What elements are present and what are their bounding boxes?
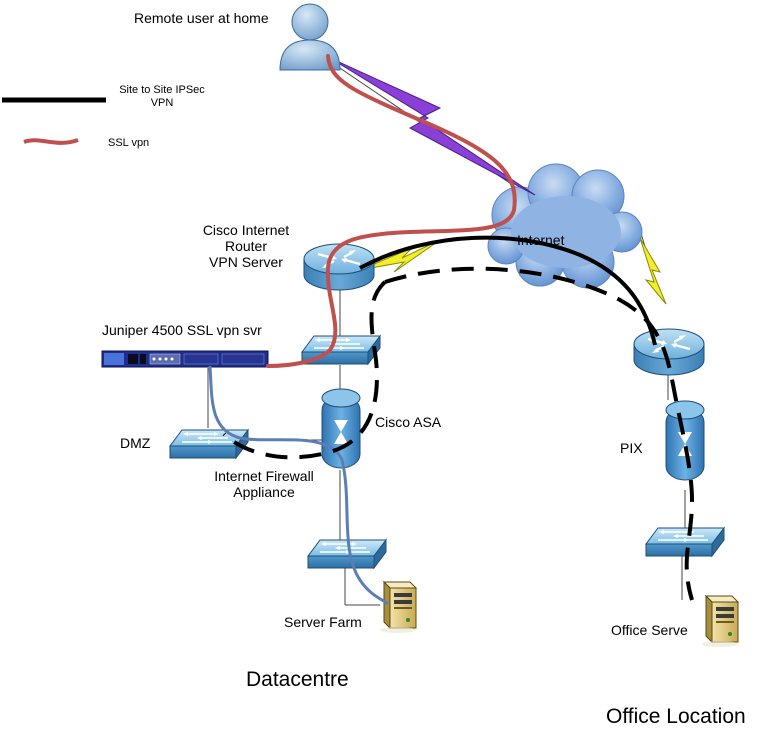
- internal-blue-cable: [208, 365, 389, 606]
- cisco-asa-label: Cisco ASA: [375, 414, 442, 430]
- server-farm-label: Server Farm: [284, 614, 362, 630]
- dashed-datacentre-loop: [222, 280, 387, 460]
- juniper-label: Juniper 4500 SSL vpn svr: [102, 322, 262, 338]
- legend-ssl-label: SSL vpn: [108, 137, 150, 149]
- dmz-label: DMZ: [120, 435, 151, 451]
- site-to-site-vpn-path: [359, 235, 657, 346]
- datacentre-label: Datacentre: [246, 668, 349, 691]
- ssl-vpn-path: [266, 54, 517, 368]
- office-switch-icon: [645, 527, 725, 557]
- pix-label: PIX: [620, 440, 643, 456]
- legend-vpn-label: Site to Site IPSec VPN: [119, 84, 205, 109]
- office-router-icon: [632, 327, 706, 377]
- remote-user-label: Remote user at home: [134, 10, 269, 26]
- remote-user-icon: [279, 3, 341, 71]
- server-farm-server-icon: [379, 581, 417, 634]
- office-location-label: Office Location: [606, 705, 746, 728]
- yellow-lightning-bolt-office-icon: [639, 237, 667, 305]
- cisco-router-label: Cisco Internet Router VPN Server: [202, 222, 290, 271]
- dashed-vpn-tunnel: [384, 266, 695, 601]
- pix-firewall-icon: [665, 400, 705, 481]
- server-farm-switch-icon: [307, 539, 387, 569]
- legend-ssl-swatch: [23, 138, 79, 145]
- firewall-appliance-label: Internet Firewall Appliance: [214, 468, 314, 501]
- office-server-label: Office Serve: [611, 622, 688, 638]
- office-server-icon: [701, 595, 739, 648]
- juniper-appliance-icon: [101, 350, 269, 368]
